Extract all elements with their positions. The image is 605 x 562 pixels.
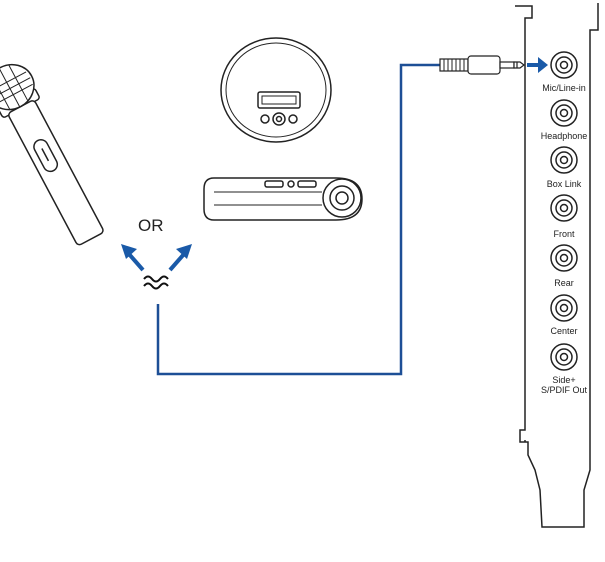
right-arrow-icon <box>527 57 548 73</box>
port-label-mic-line-in: Mic/Line-in <box>542 83 586 93</box>
port-jack-center <box>550 294 578 322</box>
cassette-player-icon <box>203 177 363 221</box>
port-jack-headphone <box>550 99 578 127</box>
port-label-headphone: Headphone <box>540 131 588 141</box>
audio-cable <box>156 63 440 376</box>
up-right-arrow-icon <box>168 244 192 272</box>
port-label-front: Front <box>553 229 575 239</box>
up-left-arrow-icon <box>121 244 145 272</box>
or-label: OR <box>138 216 164 235</box>
port-label-side: Side+ <box>552 375 576 385</box>
audio-plug-icon <box>439 55 525 75</box>
port-jack-front <box>550 194 578 222</box>
sound-card-bracket <box>515 3 599 528</box>
port-jack-mic-line-in <box>550 51 578 79</box>
port-label-spdif-out: S/PDIF Out <box>540 385 587 395</box>
port-jack-rear <box>550 244 578 272</box>
port-label-rear: Rear <box>554 278 574 288</box>
microphone-icon <box>0 63 104 246</box>
port-jack-side-spdif <box>550 343 578 371</box>
sound-wave-icon <box>143 275 169 290</box>
port-label-box-link: Box Link <box>546 179 582 189</box>
port-jack-box-link <box>550 146 578 174</box>
port-label-center: Center <box>550 326 578 336</box>
cd-player-icon <box>220 37 332 143</box>
